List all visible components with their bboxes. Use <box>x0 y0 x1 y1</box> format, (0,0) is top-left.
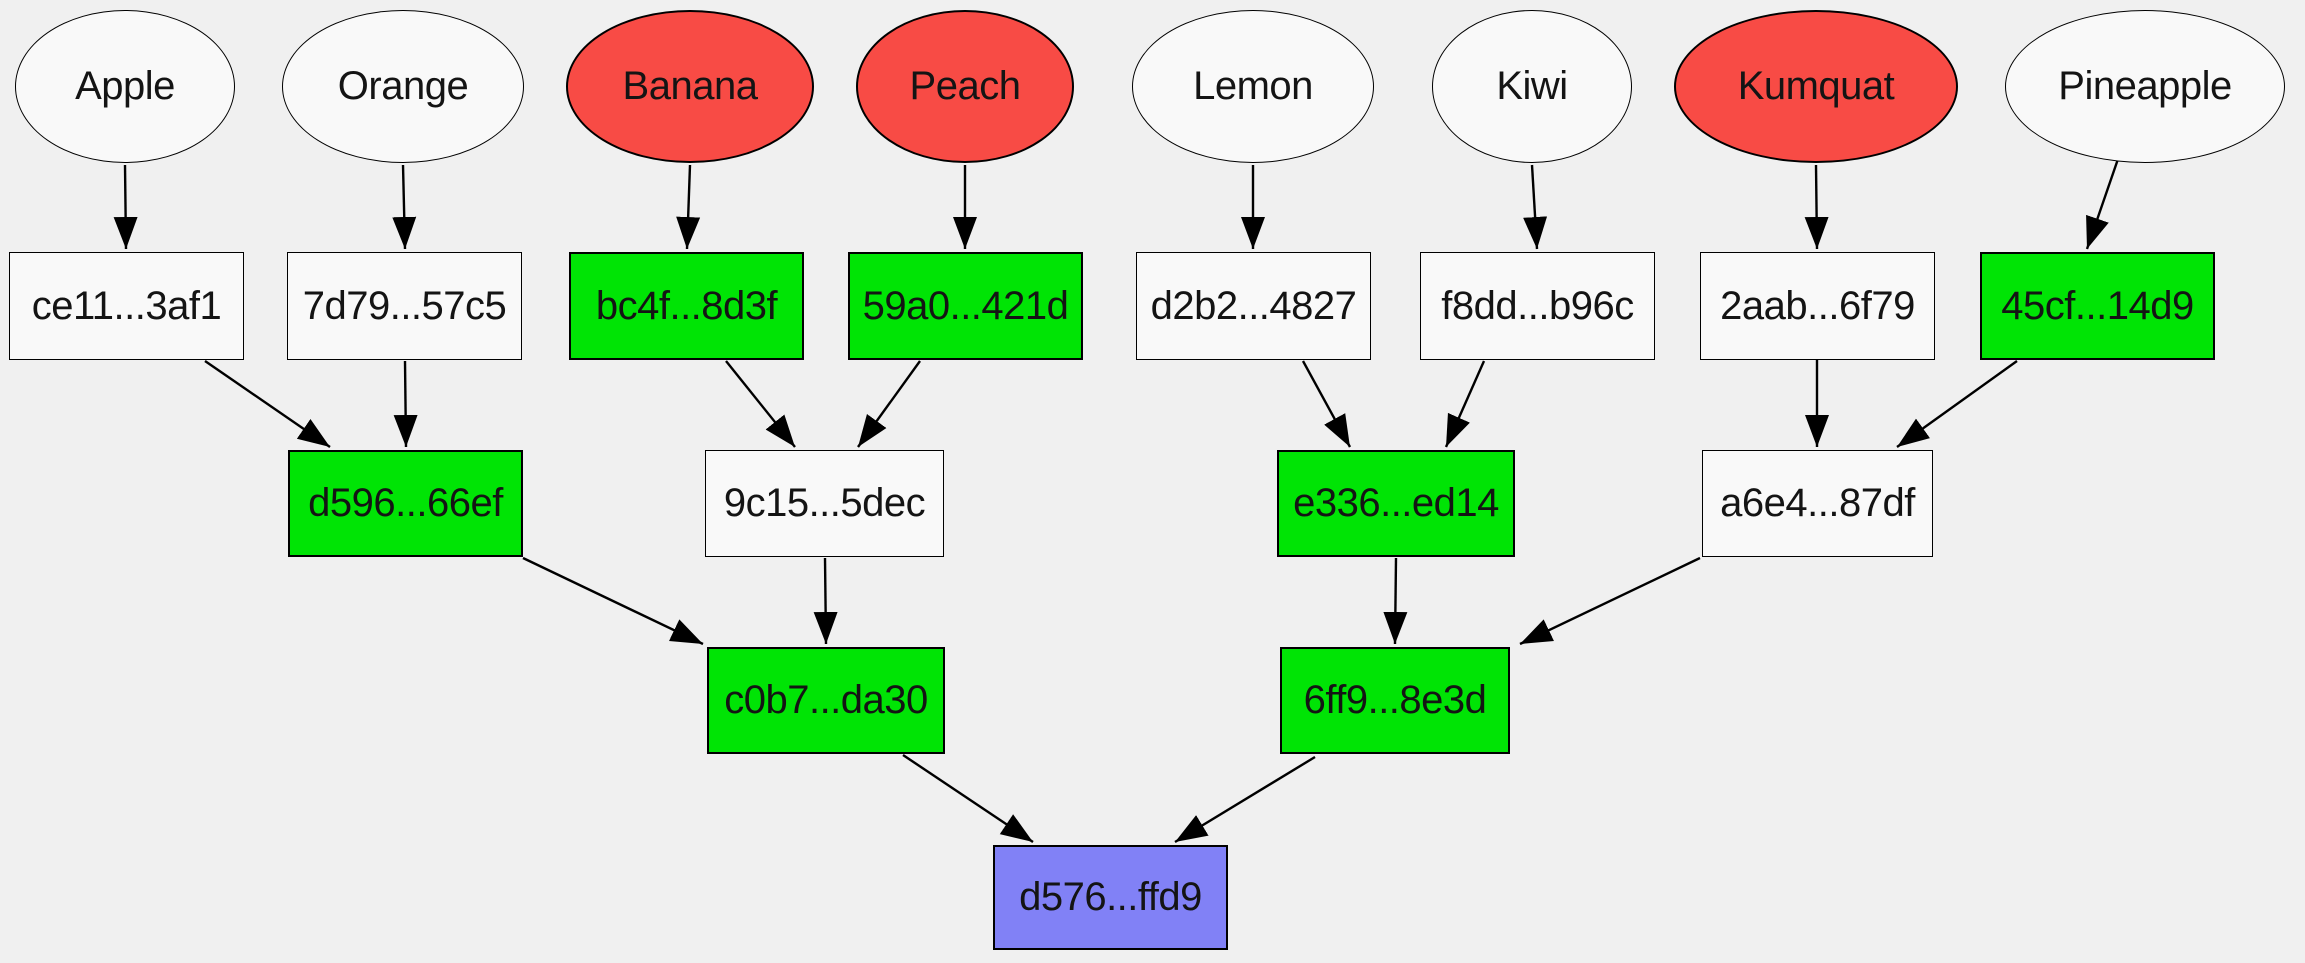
edge-d596-c0b7 <box>522 556 704 646</box>
node-banana: Banana <box>566 10 814 163</box>
node-label: e336...ed14 <box>1293 481 1499 525</box>
node-hash-d596: d596...66ef <box>288 450 523 557</box>
node-label: d2b2...4827 <box>1150 283 1357 328</box>
node-hash-7d79: 7d79...57c5 <box>287 252 522 360</box>
edge-c0b7-d576 <box>902 754 1034 843</box>
node-label: Peach <box>909 64 1021 108</box>
node-peach: Peach <box>856 10 1074 163</box>
node-hash-a6e4: a6e4...87df <box>1702 450 1933 557</box>
node-label: Lemon <box>1193 64 1313 108</box>
node-label: c0b7...da30 <box>724 678 928 722</box>
node-hash-f8dd: f8dd...b96c <box>1420 252 1655 360</box>
node-hash-d576-root: d576...ffd9 <box>993 845 1228 950</box>
node-label: d576...ffd9 <box>1019 875 1202 919</box>
edge-apple-ce11 <box>113 164 138 250</box>
node-hash-d2b2: d2b2...4827 <box>1136 252 1371 360</box>
edge-kumquat-2aab <box>1804 164 1829 250</box>
node-hash-9c15: 9c15...5dec <box>705 450 944 557</box>
edge-f8dd-e336 <box>1444 360 1486 448</box>
node-orange: Orange <box>282 10 524 163</box>
node-label: 45cf...14d9 <box>2001 283 2194 328</box>
edge-banana-bc4f <box>676 164 701 250</box>
edge-45cf-a6e4 <box>1896 360 2018 448</box>
node-hash-59a0: 59a0...421d <box>848 252 1083 360</box>
edge-d2b2-e336 <box>1301 360 1352 448</box>
node-label: 7d79...57c5 <box>302 283 507 328</box>
node-pineapple: Pineapple <box>2005 10 2285 163</box>
node-lemon: Lemon <box>1132 10 1374 163</box>
node-apple: Apple <box>15 10 235 163</box>
edge-9c15-c0b7 <box>813 557 838 645</box>
node-label: Pineapple <box>2058 64 2232 108</box>
edge-7d79-d596 <box>393 360 418 448</box>
edge-a6e4-6ff9 <box>1519 556 1701 646</box>
edge-orange-7d79 <box>392 164 417 250</box>
node-hash-6ff9: 6ff9...8e3d <box>1280 647 1510 754</box>
node-kumquat: Kumquat <box>1674 10 1958 163</box>
node-label: a6e4...87df <box>1720 481 1915 525</box>
node-label: Kumquat <box>1737 64 1895 108</box>
node-kiwi: Kiwi <box>1432 10 1632 163</box>
node-label: Orange <box>337 64 469 108</box>
node-hash-ce11: ce11...3af1 <box>9 252 244 360</box>
node-label: 59a0...421d <box>862 283 1069 328</box>
node-hash-2aab: 2aab...6f79 <box>1700 252 1935 360</box>
node-label: ce11...3af1 <box>31 283 222 328</box>
node-label: d596...66ef <box>308 481 503 525</box>
node-label: Kiwi <box>1496 64 1568 108</box>
node-hash-bc4f: bc4f...8d3f <box>569 252 804 360</box>
node-hash-45cf: 45cf...14d9 <box>1980 252 2215 360</box>
node-label: 2aab...6f79 <box>1720 283 1915 328</box>
edge-ce11-d596 <box>204 360 331 448</box>
edge-pineapple-45cf <box>2085 158 2120 250</box>
edge-bc4f-9c15 <box>725 360 796 448</box>
node-label: f8dd...b96c <box>1441 283 1634 328</box>
edge-kiwi-f8dd <box>1523 164 1548 250</box>
node-hash-e336: e336...ed14 <box>1277 450 1515 557</box>
edge-6ff9-d576 <box>1174 755 1316 844</box>
edge-e336-6ff9 <box>1383 557 1408 645</box>
node-hash-c0b7: c0b7...da30 <box>707 647 945 754</box>
node-label: bc4f...8d3f <box>595 283 778 328</box>
node-label: 6ff9...8e3d <box>1303 678 1487 722</box>
node-label: Banana <box>622 64 758 108</box>
edge-59a0-9c15 <box>857 360 921 448</box>
node-label: Apple <box>75 64 175 108</box>
node-label: 9c15...5dec <box>723 481 926 525</box>
